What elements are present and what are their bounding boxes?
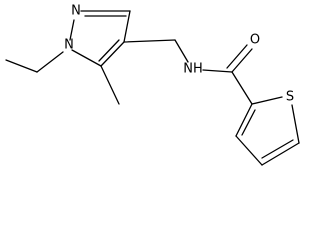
bond-th-c2-s — [251, 96, 283, 105]
bond-th-c5-c4-double — [261, 139, 294, 159]
bond-ch2-nh — [174, 39, 189, 63]
atom-nh-amide: NH — [183, 62, 203, 77]
atom-labels: N N NH O S — [64, 4, 294, 105]
bond-carbonyl-o-double — [226, 44, 248, 69]
bond-c3-c4 — [123, 10, 131, 43]
bond-th-c3-c2-double — [241, 109, 256, 136]
bond-ethyl-ch2-ch3 — [5, 59, 38, 73]
bond-n1-ethyl-ch2 — [36, 51, 64, 73]
bonds — [5, 10, 300, 166]
bond-carbonyl-thiophene — [231, 71, 253, 105]
atom-n-pyrazole-top: N — [71, 4, 81, 19]
atom-o-carbonyl: O — [250, 33, 260, 48]
bond-c4-c5 — [100, 41, 125, 67]
bond-c4-ch2 — [123, 39, 176, 43]
molecule-diagram: N N NH O S — [5, 4, 300, 166]
structure-drawing: N N NH O S — [5, 4, 300, 166]
bond-carbonyl-o — [231, 48, 253, 73]
bond-th-s-c5 — [291, 104, 300, 144]
bond-c5-methyl — [100, 65, 120, 105]
bond-th-c4-c3 — [235, 135, 263, 166]
bond-nh-carbonyl — [202, 69, 233, 73]
bond-th-c5-c4 — [261, 142, 300, 166]
atom-n-pyrazole-ethyl: N — [64, 38, 74, 53]
bond-c4-c5-double — [98, 39, 120, 62]
bond-n1-n2 — [69, 19, 75, 41]
atom-s-thiophene: S — [286, 90, 294, 105]
bond-c5-n1 — [71, 49, 102, 67]
bond-th-c3-c2 — [235, 103, 253, 137]
